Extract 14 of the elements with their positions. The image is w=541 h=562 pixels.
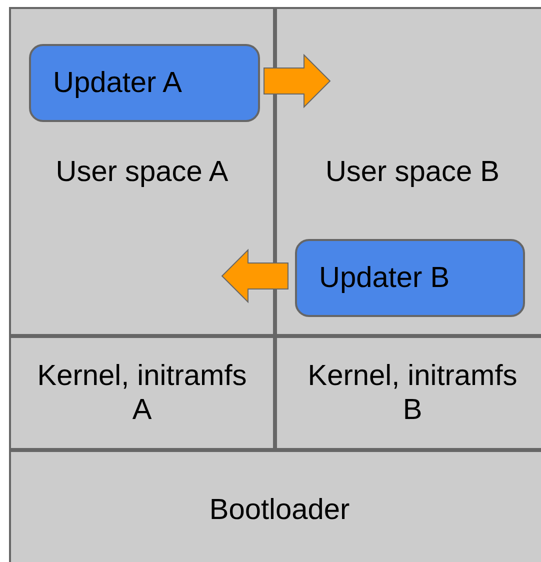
partition-label: Kernel, initramfs B bbox=[306, 359, 518, 427]
memory-partition bbox=[9, 7, 275, 336]
memory-partition bbox=[275, 336, 541, 450]
block-arrow bbox=[264, 54, 331, 108]
process-box: Updater A bbox=[29, 44, 260, 122]
partition-label: User space B bbox=[325, 154, 500, 188]
block-arrow bbox=[221, 248, 288, 304]
memory-partition bbox=[9, 450, 541, 562]
process-box: Updater B bbox=[295, 239, 525, 317]
partition-label: User space A bbox=[56, 154, 228, 188]
partition-label: Bootloader bbox=[209, 493, 350, 527]
memory-partition bbox=[275, 7, 541, 336]
memory-partition bbox=[9, 336, 275, 450]
partition-label: Kernel, initramfs A bbox=[36, 359, 248, 427]
